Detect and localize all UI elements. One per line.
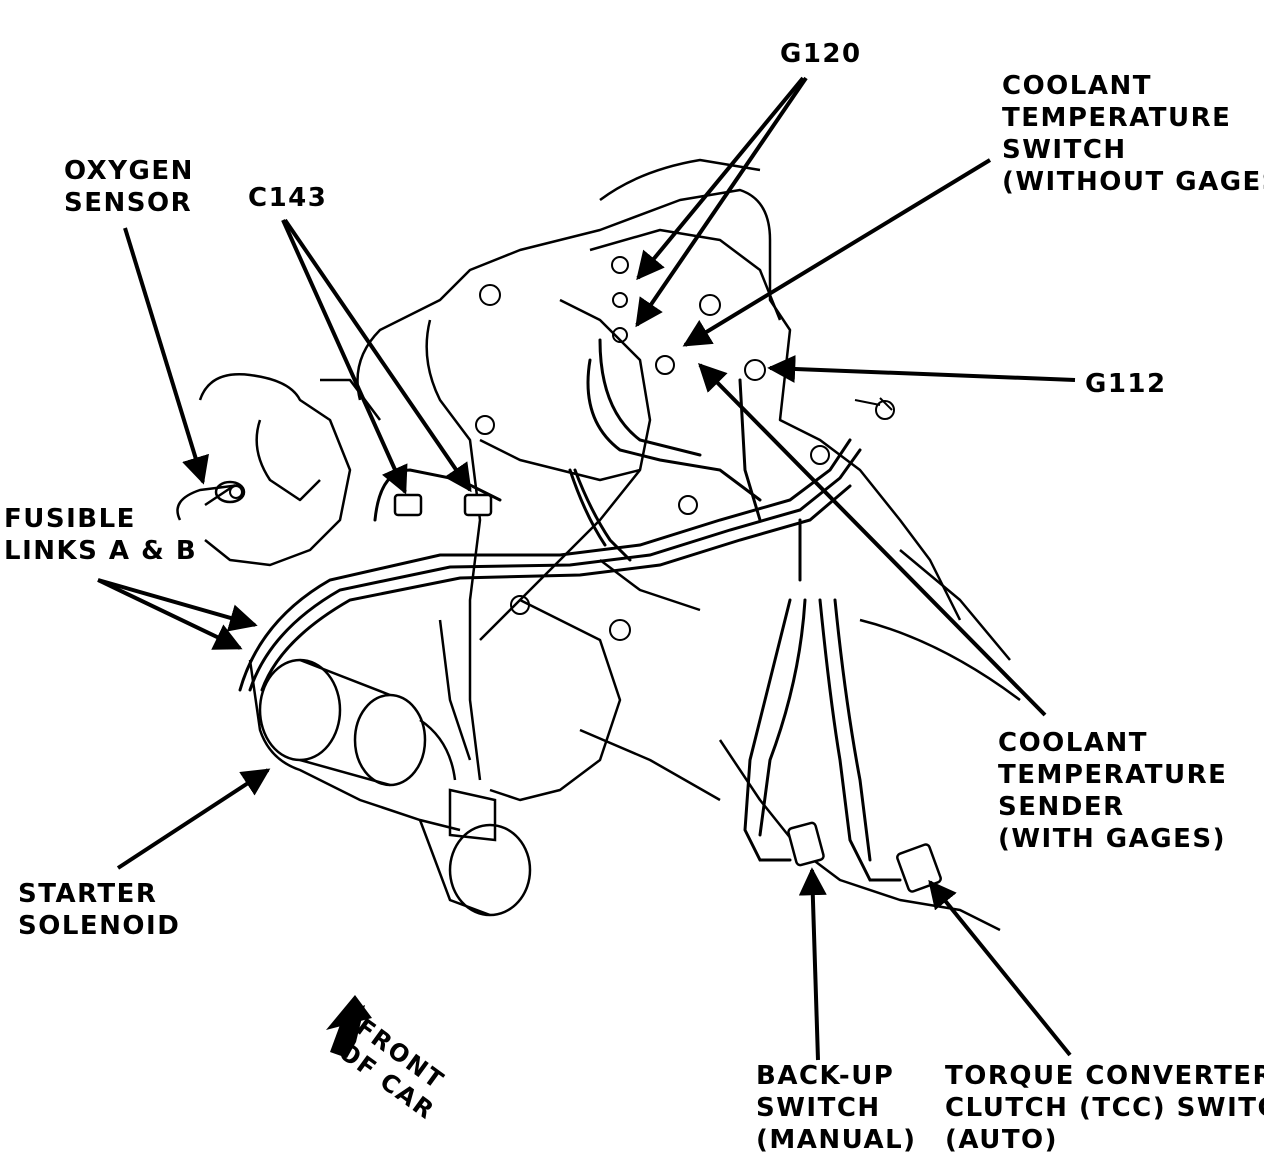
label-line: (MANUAL): [756, 1125, 917, 1155]
label-line: TORQUE CONVERTER: [945, 1061, 1264, 1091]
label-line: COOLANT: [998, 728, 1148, 758]
label-fusible-links: FUSIBLE LINKS A & B: [4, 503, 197, 567]
leader-lines: [97, 76, 1076, 1061]
label-starter-solenoid: STARTER SOLENOID: [18, 878, 180, 942]
engine-block: [356, 158, 1021, 932]
wiring-harness: [238, 338, 902, 882]
label-coolant-temp-switch: COOLANT TEMPERATURE SWITCH (WITHOUT GAGE…: [1002, 70, 1264, 198]
label-line: STARTER: [18, 879, 158, 909]
starter-motor: [248, 658, 532, 917]
label-line: CLUTCH (TCC) SWITCH: [945, 1093, 1264, 1123]
connectors: [393, 493, 942, 893]
label-line: FUSIBLE: [4, 504, 136, 534]
label-line: TEMPERATURE: [1002, 103, 1232, 133]
label-tcc-switch: TORQUE CONVERTER CLUTCH (TCC) SWITCH (AU…: [945, 1060, 1264, 1156]
label-g112: G112: [1085, 368, 1167, 400]
label-line: LINKS A & B: [4, 536, 198, 566]
label-line: (WITH GAGES): [998, 824, 1226, 854]
front-arrow: [326, 995, 372, 1058]
label-line: SWITCH: [1002, 135, 1127, 165]
label-c143: C143: [248, 182, 327, 214]
label-line: G120: [780, 39, 862, 69]
label-line: C143: [248, 183, 328, 213]
label-line: SENDER: [998, 792, 1125, 822]
label-line: (WITHOUT GAGES): [1002, 167, 1264, 197]
label-g120: G120: [780, 38, 862, 70]
label-line: (AUTO): [945, 1125, 1059, 1155]
label-line: G112: [1085, 369, 1167, 399]
label-line: SWITCH: [756, 1093, 881, 1123]
exhaust-manifold: [176, 373, 381, 567]
label-line: BACK-UP: [756, 1061, 895, 1091]
label-line: SENSOR: [64, 188, 193, 218]
bolts: [229, 256, 895, 641]
label-line: TEMPERATURE: [998, 760, 1228, 790]
label-coolant-temp-sender: COOLANT TEMPERATURE SENDER (WITH GAGES): [998, 727, 1227, 855]
label-backup-switch: BACK-UP SWITCH (MANUAL): [756, 1060, 917, 1156]
label-line: COOLANT: [1002, 71, 1152, 101]
label-line: OXYGEN: [64, 156, 194, 186]
label-oxygen-sensor: OXYGEN SENSOR: [64, 155, 194, 219]
label-line: SOLENOID: [18, 911, 181, 941]
